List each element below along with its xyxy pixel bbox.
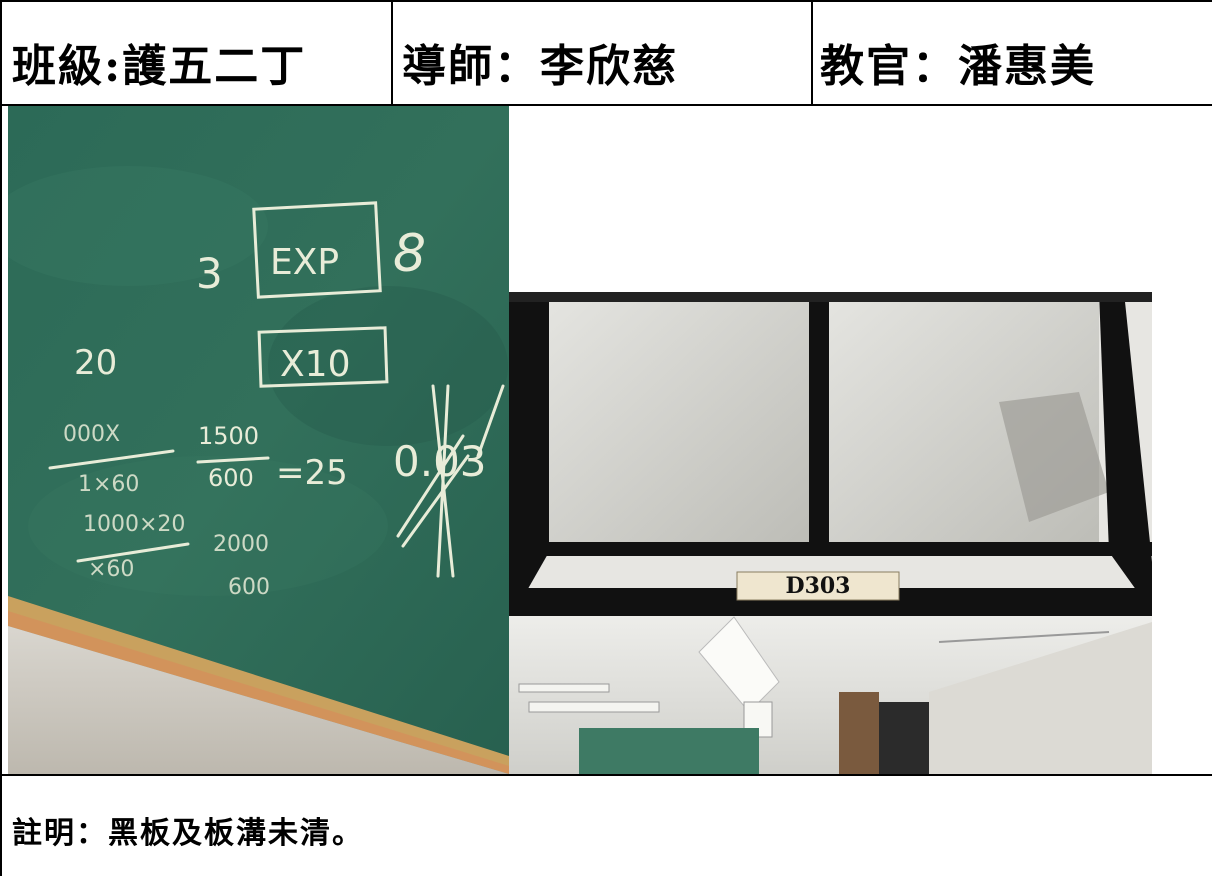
room-sign [736, 571, 900, 601]
table-border-top [0, 0, 1212, 2]
instructor-cell: 教官：潘惠美 [820, 41, 1096, 92]
chalk-writing [48, 201, 505, 578]
chalk-result-25: =25 [276, 453, 348, 493]
door-image: D303 [509, 292, 1152, 774]
svg-text:1000×20: 1000×20 [83, 512, 185, 537]
table-border-left [0, 0, 2, 876]
chalk-exp: EXP [270, 242, 339, 283]
table-border-photo-bottom [0, 774, 1212, 776]
class-cell: 班級:護五二丁 [12, 41, 307, 92]
room-sign-text: D303 [785, 573, 850, 599]
remark-note: 註明：黑板及板溝未清。 [12, 816, 364, 851]
table-divider-2 [811, 0, 813, 106]
svg-text:×60: ×60 [88, 557, 134, 582]
svg-text:000X: 000X [63, 422, 120, 447]
blackboard-image: 3 EXP 8 20 X10 0.03 =25 1500 600 000X 1 … [8, 106, 509, 774]
svg-text:600: 600 [228, 575, 270, 600]
chalk-decimal: 0.03 [393, 437, 487, 486]
table-border-header-bottom [0, 104, 1212, 106]
chalk-1500: 1500 [198, 422, 259, 450]
chalk-x10: X10 [280, 344, 350, 385]
table-divider-1 [391, 0, 393, 106]
blackboard-photo: 3 EXP 8 20 X10 0.03 =25 1500 600 000X 1 … [8, 106, 509, 774]
glass-pane-left [549, 302, 809, 542]
svg-text:1: 1 [78, 472, 92, 497]
classroom-door-photo: D303 [509, 292, 1152, 774]
svg-text:2000: 2000 [213, 532, 269, 557]
door-panel [929, 622, 1152, 774]
chalk-number-8: 8 [393, 224, 426, 284]
mentor-cell: 導師：李欣慈 [402, 41, 678, 92]
ceiling-light [698, 616, 780, 713]
door-frame [509, 292, 1152, 622]
chalk-600: 600 [208, 464, 254, 492]
wall-below-board [8, 626, 509, 774]
svg-text:×60: ×60 [93, 472, 139, 497]
chalk-number-20: 20 [74, 343, 117, 383]
board-in-room [579, 728, 759, 774]
chalk-number-3: 3 [196, 249, 223, 298]
